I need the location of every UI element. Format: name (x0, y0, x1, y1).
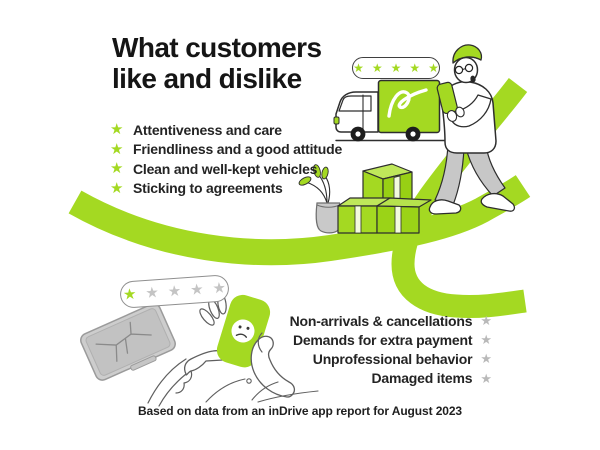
list-item: Non-arrivals & cancellations ★ (280, 311, 492, 330)
list-item: ★ Attentiveness and care (110, 120, 342, 140)
courier-person (428, 44, 516, 215)
title-line-2: like and dislike (112, 63, 302, 94)
truck-rating-badge: ★★★★★ (352, 57, 440, 79)
likes-list: ★ Attentiveness and care ★ Friendliness … (110, 120, 342, 198)
star-icon: ★ (390, 61, 406, 75)
source-note: Based on data from an inDrive app report… (137, 404, 463, 418)
dislike-label: Damaged items (371, 370, 473, 387)
star-icon: ★ (110, 140, 124, 158)
cardboard-boxes (337, 163, 432, 234)
dislikes-list: Non-arrivals & cancellations ★ Demands f… (280, 311, 492, 388)
crack-lines (95, 321, 152, 362)
list-item: ★ Friendliness and a good attitude (110, 140, 342, 160)
star-icon: ★ (122, 285, 142, 304)
page-title: What customers like and dislike (112, 32, 322, 94)
list-item: ★ Clean and well-kept vehicles (110, 159, 342, 179)
dislike-label: Non-arrivals & cancellations (289, 312, 473, 329)
person-mouth (470, 75, 476, 83)
sad-face-icon (231, 319, 255, 343)
holding-fingers (199, 308, 215, 326)
star-icon: ★ (480, 313, 492, 329)
star-icon: ★ (110, 160, 124, 178)
star-icon: ★ (144, 283, 164, 303)
wrist-lines (205, 378, 319, 403)
potted-plant (298, 164, 342, 234)
person-front-shoe (428, 199, 462, 215)
like-label: Attentiveness and care (133, 121, 282, 138)
star-icon: ★ (110, 179, 124, 197)
star-icon: ★ (480, 370, 492, 386)
star-icon: ★ (189, 280, 209, 299)
delivery-truck (333, 79, 450, 142)
list-item: ★ Sticking to agreements (110, 179, 342, 199)
damaged-item-scene (80, 293, 319, 407)
like-label: Sticking to agreements (133, 180, 283, 197)
star-icon: ★ (167, 282, 187, 301)
list-item: Unprofessional behavior ★ (280, 349, 492, 368)
dislike-label: Unprofessional behavior (312, 350, 473, 367)
star-icon: ★ (371, 61, 387, 75)
star-icon: ★ (428, 61, 443, 75)
glasses-icon (454, 65, 464, 75)
pointing-arm-lines (147, 358, 187, 407)
like-label: Friendliness and a good attitude (133, 141, 343, 158)
person-back-shoe (480, 192, 516, 212)
star-icon: ★ (409, 61, 425, 75)
list-item: Demands for extra payment ★ (280, 330, 492, 349)
star-icon: ★ (110, 121, 124, 139)
person-back-leg (465, 144, 506, 197)
star-icon: ★ (480, 332, 492, 348)
dislike-label: Demands for extra payment (292, 331, 473, 348)
star-icon: ★ (480, 351, 492, 367)
list-item: Damaged items ★ (280, 369, 492, 388)
title-line-1: What customers (112, 32, 322, 63)
cracked-screen (80, 303, 176, 381)
star-icon: ★ (353, 61, 368, 75)
star-icon: ★ (212, 279, 232, 298)
like-label: Clean and well-kept vehicles (133, 160, 318, 177)
